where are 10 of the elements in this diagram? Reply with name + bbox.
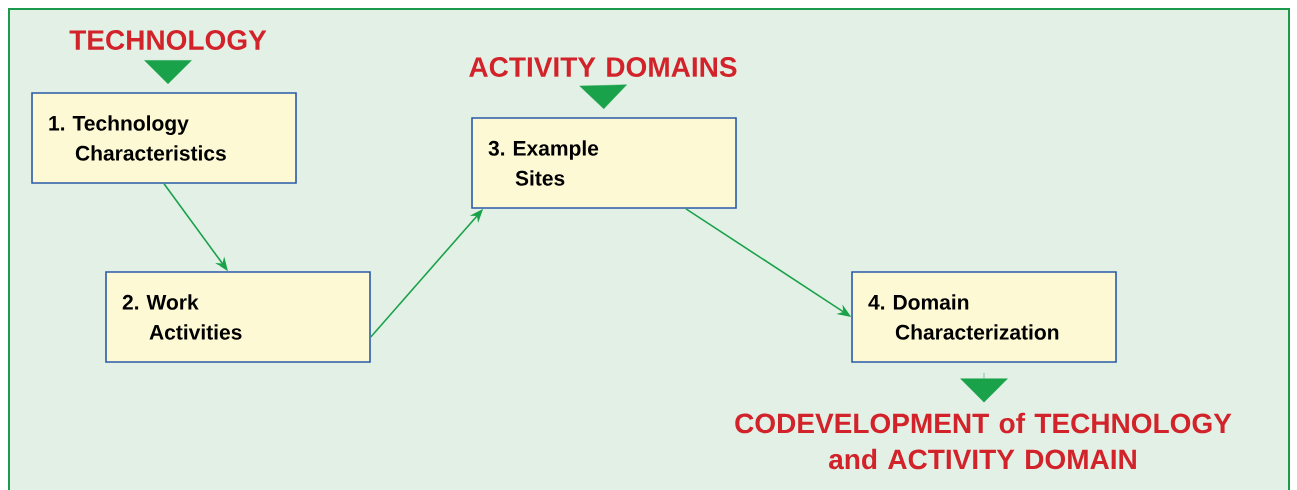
process-box: 4. Domain Characterization <box>851 271 1117 363</box>
process-box: 1. Technology Characteristics <box>31 92 297 184</box>
heading: CODEVELOPMENT of TECHNOLOGY and ACTIVITY DOMAIN <box>735 412 1232 470</box>
heading: ACTIVITY DOMAINS <box>469 57 737 77</box>
arrow <box>960 372 1008 403</box>
process-box: 3. Example Sites <box>471 117 737 209</box>
process-box: 2. Work Activities <box>105 271 371 363</box>
heading: TECHNOLOGY <box>69 30 267 50</box>
arrow <box>144 60 192 85</box>
arrow <box>579 84 627 110</box>
